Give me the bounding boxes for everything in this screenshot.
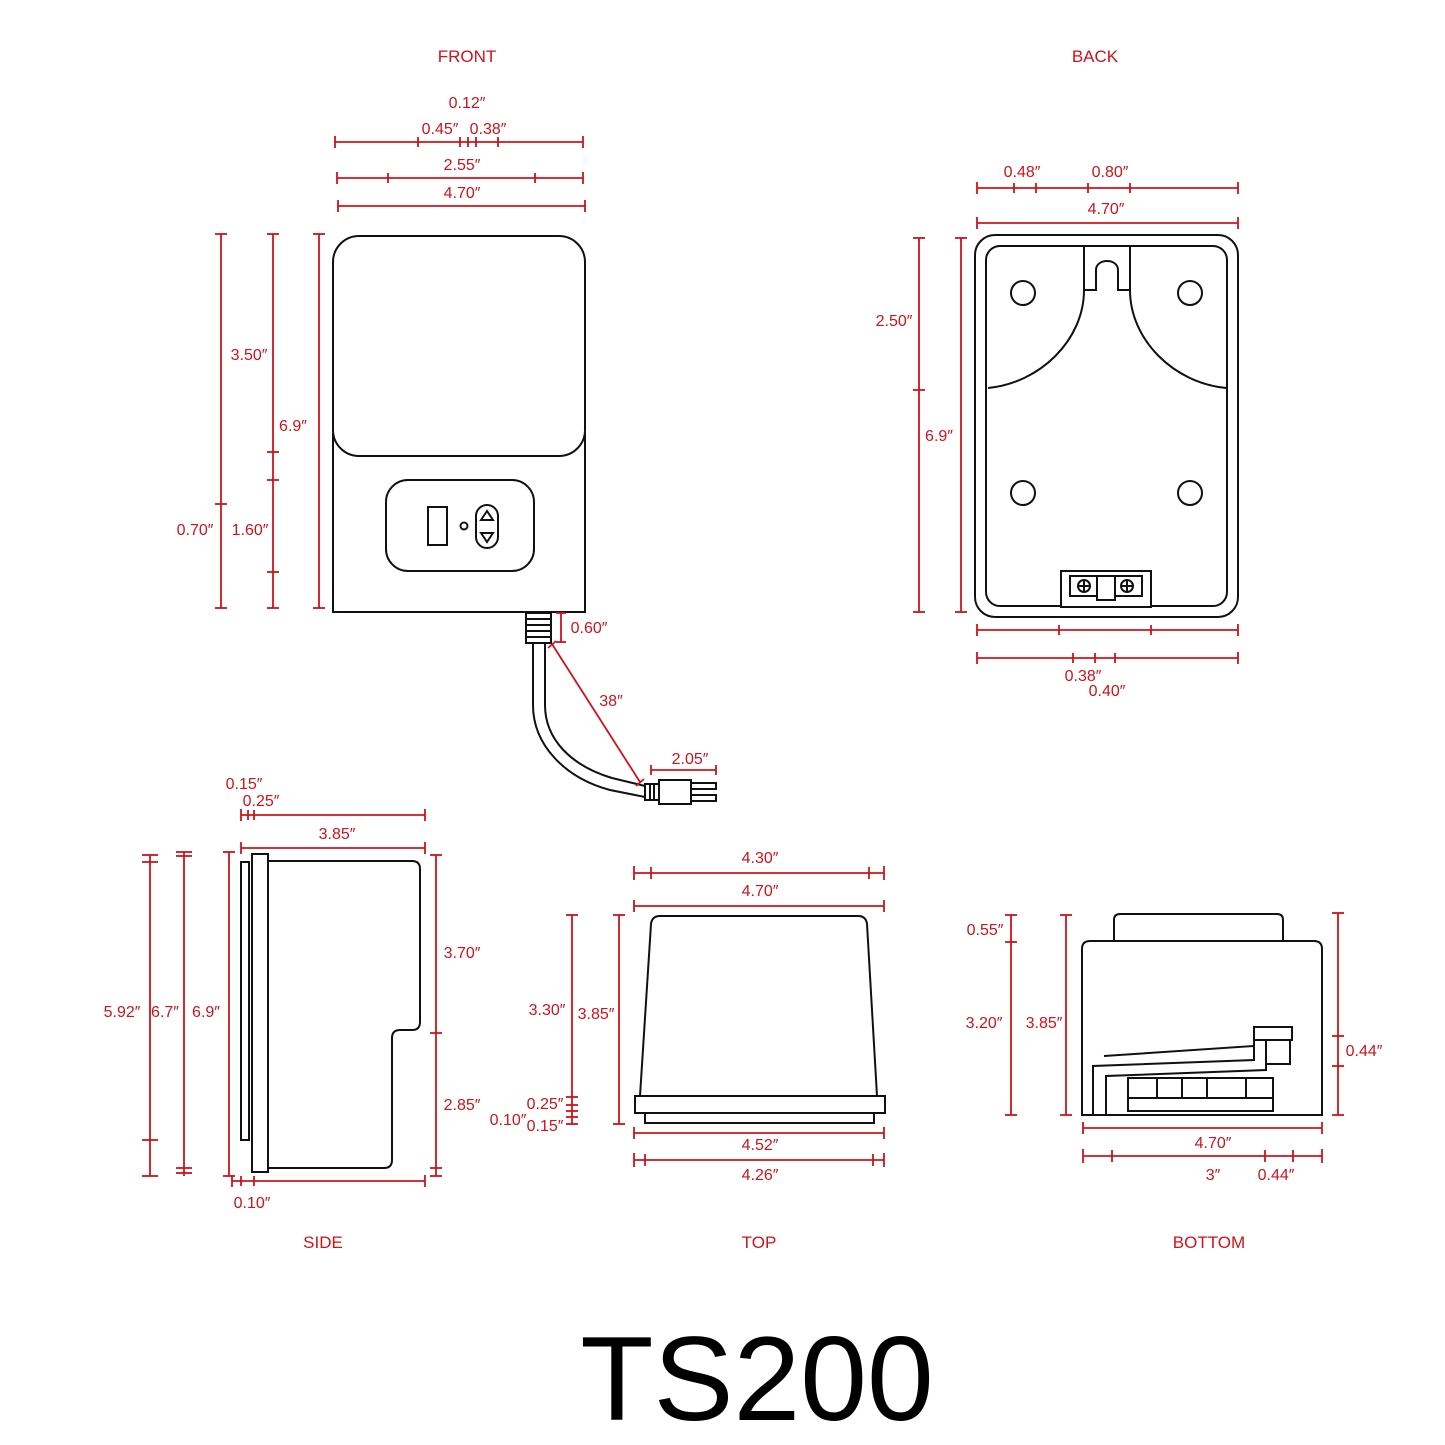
bottom-dim-4.70: 4.70″ <box>1195 1135 1232 1152</box>
front-dim-1.60: 1.60″ <box>232 522 269 539</box>
arrow-down-icon <box>479 532 495 544</box>
back-view: BACK 0.48″ 0.80″ 4.70″ <box>876 47 1239 700</box>
top-dim-4.30: 4.30″ <box>742 850 779 867</box>
back-horizontal-dimension-lines <box>976 182 1239 664</box>
back-dim-0.40: 0.40″ <box>1089 683 1126 700</box>
side-dim-2.85: 2.85″ <box>444 1097 481 1114</box>
top-dim-4.70: 4.70″ <box>742 883 779 900</box>
display-window <box>427 506 448 546</box>
top-base-flange <box>634 1095 886 1114</box>
side-vertical-dimension-lines <box>142 851 442 1177</box>
back-dim-0.48: 0.48″ <box>1004 164 1041 181</box>
side-view-label: SIDE <box>303 1233 343 1252</box>
front-view-label: FRONT <box>438 47 497 66</box>
side-dim-5.92: 5.92″ <box>104 1004 141 1021</box>
bottom-housing-profile <box>1081 940 1323 1116</box>
cord-strain-relief <box>525 612 552 644</box>
top-dim-0.10: 0.10″ <box>490 1112 527 1129</box>
front-top-cover <box>332 235 586 457</box>
bottom-dim-3.20: 3.20″ <box>966 1015 1003 1032</box>
front-view: FRONT 0.12″ 0.45″ 0.38″ 2.55″ 4.70″ <box>177 47 717 805</box>
side-mounting-plate <box>240 861 250 1141</box>
front-vertical-dimension-lines <box>215 233 325 609</box>
back-view-label: BACK <box>1072 47 1119 66</box>
side-dim-3.85: 3.85″ <box>319 826 356 843</box>
bottom-view: BOTTOM 0.55″ 3.20″ 3.85″ 0.44″ <box>966 912 1383 1252</box>
front-dim-0.12: 0.12″ <box>449 95 486 112</box>
top-dim-4.26: 4.26″ <box>742 1167 779 1184</box>
bottom-dim-3.85: 3.85″ <box>1026 1015 1063 1032</box>
front-dim-3.50: 3.50″ <box>231 347 268 364</box>
bottom-dim-3: 3″ <box>1206 1167 1221 1184</box>
top-dim-0.15: 0.15″ <box>527 1118 564 1135</box>
terminal-block <box>1060 570 1152 608</box>
bottom-terminal-strip <box>1127 1077 1274 1112</box>
mount-hole-icon <box>1010 480 1036 506</box>
top-dim-4.52: 4.52″ <box>742 1137 779 1154</box>
top-dim-3.30: 3.30″ <box>529 1002 566 1019</box>
top-view-label: TOP <box>742 1233 777 1252</box>
back-housing <box>974 234 1239 618</box>
front-dim-6.9: 6.9″ <box>279 418 307 435</box>
back-dim-0.80: 0.80″ <box>1092 164 1129 181</box>
power-cord <box>532 643 646 798</box>
top-horizontal-dimension-lines <box>633 866 885 1167</box>
side-dim-0.15: 0.15″ <box>226 776 263 793</box>
back-dim-6.9: 6.9″ <box>925 428 953 445</box>
back-dim-4.70: 4.70″ <box>1088 201 1125 218</box>
bottom-dim-0.44-horizontal: 0.44″ <box>1258 1167 1295 1184</box>
bottom-view-label: BOTTOM <box>1173 1233 1245 1252</box>
bottom-horizontal-dimension-lines <box>1082 1122 1323 1163</box>
front-dim-4.70: 4.70″ <box>444 185 481 202</box>
top-dim-0.25: 0.25″ <box>527 1096 564 1113</box>
model-name: TS200 <box>580 1312 934 1445</box>
top-base-plate <box>644 1112 875 1124</box>
side-dim-3.70: 3.70″ <box>444 945 481 962</box>
top-view: TOP 4.30″ 4.70″ 4.52″ 4.26″ <box>490 850 886 1252</box>
front-dim-2.55: 2.55″ <box>444 157 481 174</box>
bottom-dim-0.44-vertical: 0.44″ <box>1346 1043 1383 1060</box>
indicator-led <box>459 521 469 531</box>
side-dim-0.25: 0.25″ <box>243 793 280 810</box>
front-dim-0.60: 0.60″ <box>571 620 608 637</box>
mount-hole-icon <box>1177 280 1203 306</box>
side-housing-profile <box>267 860 421 1169</box>
side-horizontal-dimension-lines <box>231 809 426 1187</box>
up-down-button <box>475 504 499 549</box>
bottom-vertical-dimension-lines <box>1005 912 1344 1116</box>
plug-icon <box>644 779 717 805</box>
top-housing-profile <box>638 915 879 1097</box>
front-horizontal-dimension-lines <box>334 136 586 212</box>
top-dim-3.85: 3.85″ <box>578 1006 615 1023</box>
side-view: SIDE 0.15″ 0.25″ 3.85″ 0.10″ <box>104 776 481 1252</box>
mount-hole-icon <box>1010 280 1036 306</box>
arrow-up-icon <box>479 509 495 521</box>
front-dim-0.45: 0.45″ <box>422 121 459 138</box>
front-dim-38: 38″ <box>599 693 623 710</box>
mount-hole-icon <box>1177 480 1203 506</box>
bottom-terminal-box <box>1265 1039 1291 1065</box>
side-dim-6.7: 6.7″ <box>151 1004 179 1021</box>
front-dim-0.70: 0.70″ <box>177 522 214 539</box>
bottom-dim-0.55: 0.55″ <box>967 922 1004 939</box>
back-dim-0.38: 0.38″ <box>1065 668 1102 685</box>
top-vertical-dimension-lines <box>566 914 625 1125</box>
side-dim-6.9: 6.9″ <box>192 1004 220 1021</box>
side-flange <box>251 853 269 1173</box>
back-vertical-dimension-lines <box>913 237 967 613</box>
front-dim-2.05: 2.05″ <box>672 751 709 768</box>
front-dim-0.38: 0.38″ <box>470 121 507 138</box>
back-dim-2.50: 2.50″ <box>876 313 913 330</box>
side-dim-0.10: 0.10″ <box>234 1195 271 1212</box>
keyhole-mount <box>987 246 1227 389</box>
